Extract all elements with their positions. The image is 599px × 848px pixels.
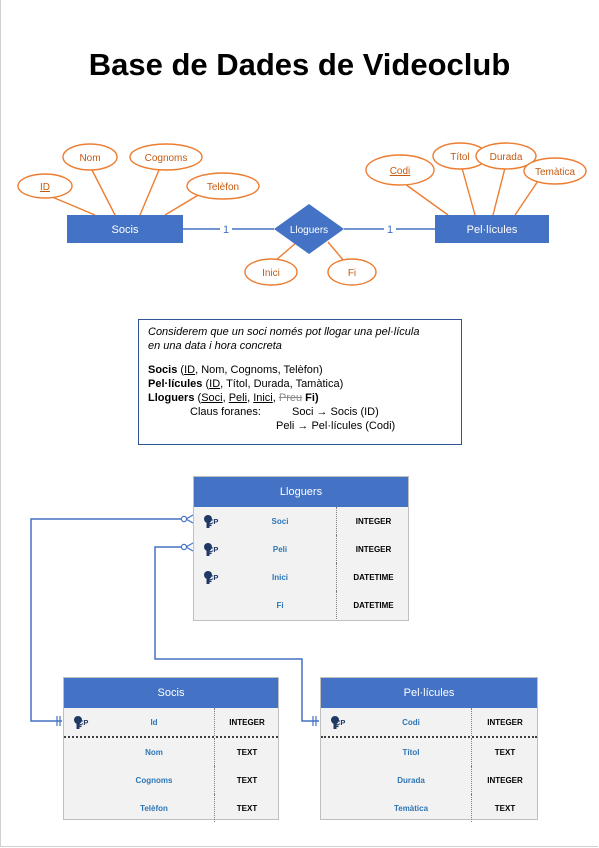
note-line2: en una data i hora concreta — [148, 340, 282, 352]
cardinality-right: 1 — [387, 224, 393, 236]
column-type: INTEGER — [355, 517, 392, 526]
attr-lloguers-inici — [244, 258, 298, 286]
column-name: Títol — [402, 748, 420, 757]
column-name: Peli — [272, 545, 288, 554]
entity-pelicules — [435, 215, 549, 243]
table-row: CP Soci INTEGER — [194, 507, 408, 535]
attr-socis-id — [17, 173, 73, 199]
note-box: Considerem que un soci només pot llogar … — [138, 319, 462, 445]
table-row: Telèfon TEXT — [64, 794, 278, 822]
cardinality-left: 1 — [223, 224, 229, 236]
note-socis: Socis (ID, Nom, Cognoms, Telèfon) — [148, 364, 323, 376]
column-type: TEXT — [236, 748, 258, 757]
column-name: Cognoms — [135, 776, 173, 785]
page-title: Base de Dades de Videoclub — [88, 47, 511, 82]
table-lloguers-title: Lloguers — [194, 477, 408, 507]
column-type: DATETIME — [353, 573, 394, 582]
primary-key-divider — [64, 736, 278, 738]
primary-key-divider — [321, 736, 537, 738]
table-row: CP Inici DATETIME — [194, 563, 408, 591]
attr-pel-tematica — [523, 157, 587, 185]
column-name: Temàtica — [393, 804, 429, 813]
attr-pel-titol-label: Títol — [450, 152, 469, 163]
attr-socis-id-label: ID — [40, 182, 50, 193]
entity-pelicules-label: Pel·lícules — [467, 224, 518, 236]
table-row: Fi DATETIME — [194, 591, 408, 619]
column-type: TEXT — [494, 804, 516, 813]
column-name: Soci — [271, 517, 289, 526]
note-fk1: Claus foranes:Soci → Socis (ID) — [190, 406, 379, 418]
table-row: Cognoms TEXT — [64, 766, 278, 794]
column-name: Nom — [145, 748, 163, 757]
column-type: DATETIME — [353, 601, 394, 610]
column-name: Telèfon — [140, 804, 168, 813]
key-label: CP — [335, 718, 346, 727]
note-pelicules: Pel·lícules (ID, Títol, Durada, Tamàtica… — [148, 378, 344, 390]
attr-lloguers-fi — [327, 258, 377, 286]
entity-socis-label: Socis — [112, 224, 139, 236]
attr-pel-codi — [365, 154, 435, 186]
entity-socis — [67, 215, 183, 243]
column-name: Inici — [271, 573, 288, 582]
attr-socis-cognoms — [129, 143, 203, 171]
table-row: Títol TEXT — [321, 738, 537, 766]
attr-lloguers-inici-label: Inici — [262, 268, 280, 279]
column-type: INTEGER — [229, 718, 265, 727]
note-line1: Considerem que un soci només pot llogar … — [148, 326, 420, 338]
column-type: TEXT — [494, 748, 516, 757]
column-type: INTEGER — [487, 718, 523, 727]
key-label: CP — [208, 573, 219, 582]
table-row: Nom TEXT — [64, 738, 278, 766]
table-pelicules-title: Pel·lícules — [321, 678, 537, 708]
table-row: CP Id INTEGER — [64, 708, 278, 736]
attr-socis-nom-label: Nom — [79, 153, 100, 164]
table-row: CP Codi INTEGER — [321, 708, 537, 736]
attr-pel-durada-label: Durada — [490, 152, 523, 163]
note-fk2: Peli → Pel·lícules (Codi) — [276, 420, 396, 432]
column-name: Fi — [276, 601, 284, 610]
table-row: CP Peli INTEGER — [194, 535, 408, 563]
attr-lloguers-fi-label: Fi — [348, 268, 356, 279]
fk-connectors — [30, 518, 319, 722]
fk-markers — [56, 514, 317, 726]
table-socis-title: Socis — [64, 678, 278, 708]
column-type: TEXT — [236, 804, 258, 813]
relationship-label: Lloguers — [290, 225, 328, 236]
key-label: CP — [208, 545, 219, 554]
column-type: INTEGER — [355, 545, 392, 554]
column-name: Id — [150, 718, 158, 727]
key-label: CP — [208, 517, 219, 526]
table-row: Temàtica TEXT — [321, 794, 537, 822]
key-label: CP — [78, 718, 89, 727]
column-name: Durada — [397, 776, 425, 785]
attr-socis-telefon — [186, 172, 260, 200]
attr-connectors — [44, 167, 541, 262]
column-name: Codi — [402, 718, 420, 727]
attr-pel-durada — [475, 142, 537, 170]
attr-pel-tematica-label: Temàtica — [535, 167, 575, 178]
note-lloguers: Lloguers (Soci, Peli, Inici, Preu Fi) — [148, 392, 319, 404]
relationship-lloguers — [274, 204, 344, 254]
table-row: Durada INTEGER — [321, 766, 537, 794]
column-type: INTEGER — [487, 776, 523, 785]
attr-socis-cognoms-label: Cognoms — [145, 153, 188, 164]
attr-pel-codi-label: Codi — [390, 166, 411, 177]
attr-socis-nom — [62, 143, 118, 171]
attr-socis-telefon-label: Telèfon — [207, 182, 239, 193]
column-type: TEXT — [236, 776, 258, 785]
